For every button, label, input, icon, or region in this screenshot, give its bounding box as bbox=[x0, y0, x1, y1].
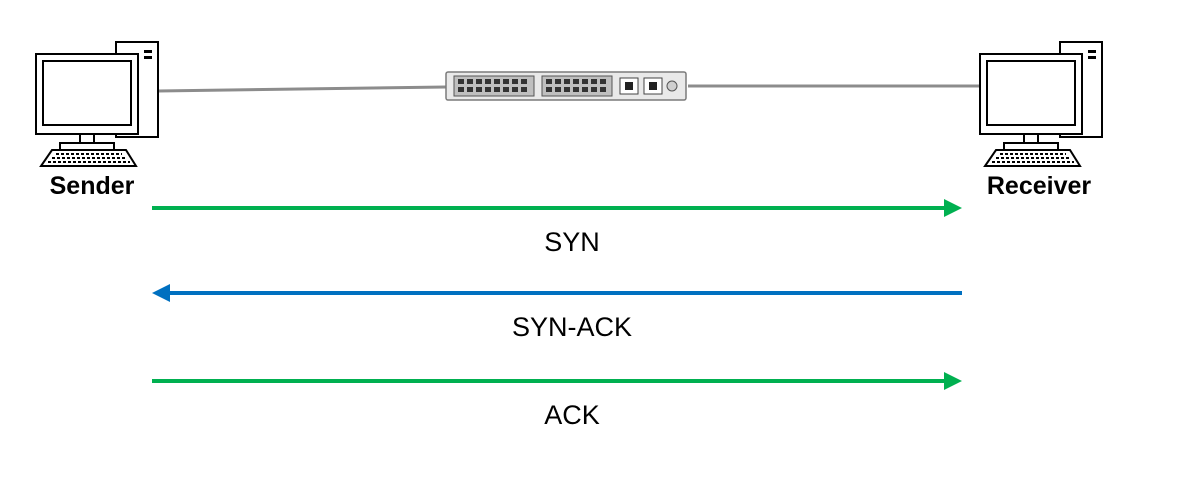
message-ack: ACK bbox=[152, 372, 962, 430]
sender-label: Sender bbox=[50, 172, 135, 200]
message-syn-ack: SYN-ACK bbox=[152, 284, 962, 342]
message-arrowhead bbox=[944, 372, 962, 390]
message-label: SYN bbox=[544, 227, 600, 257]
message-arrowhead bbox=[944, 199, 962, 217]
network-switch-icon bbox=[445, 71, 687, 101]
messages-layer: SYN SYN-ACK ACK bbox=[152, 199, 962, 430]
receiver-computer-icon bbox=[979, 41, 1103, 167]
receiver-label: Receiver bbox=[987, 172, 1092, 200]
sender-computer-icon bbox=[35, 41, 159, 167]
message-label: SYN-ACK bbox=[512, 312, 632, 342]
message-label: ACK bbox=[544, 400, 600, 430]
message-arrowhead bbox=[152, 284, 170, 302]
link-sender-switch bbox=[157, 85, 447, 93]
message-syn: SYN bbox=[152, 199, 962, 257]
